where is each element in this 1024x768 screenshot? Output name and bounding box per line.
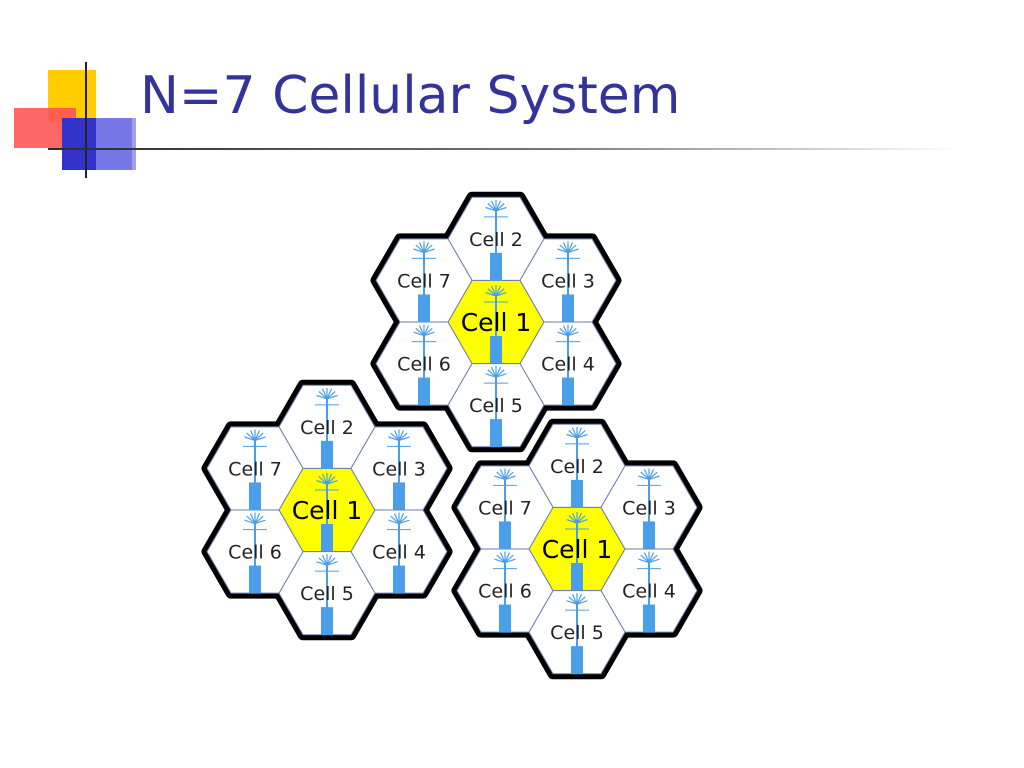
antenna-tower-icon [412, 241, 436, 323]
title-underline [48, 148, 958, 150]
cell-label: Cell 7 [478, 497, 532, 519]
antenna-tower-icon [493, 551, 517, 633]
cell-label: Cell 2 [300, 417, 354, 439]
antenna-tower-icon [556, 324, 580, 406]
antenna-tower-icon [315, 387, 339, 469]
cell-6: Cell 6 [456, 548, 554, 633]
cell-label: Cell 7 [397, 270, 451, 292]
cell-4: Cell 4 [350, 509, 448, 594]
cell-label: Cell 4 [541, 354, 595, 376]
antenna-tower-icon [637, 468, 661, 550]
cell-6: Cell 6 [206, 509, 304, 594]
antenna-tower-icon [387, 429, 411, 511]
antenna-tower-icon [637, 551, 661, 633]
cell-7: Cell 7 [206, 426, 304, 511]
antenna-tower-icon [315, 473, 339, 552]
cell-5: Cell 5 [528, 590, 626, 675]
antenna-tower-icon [565, 426, 589, 508]
cell-label: Cell 6 [228, 542, 282, 564]
slide-corner-decoration [14, 62, 136, 178]
cell-1: Cell 1 [447, 279, 545, 365]
cell-label: Cell 5 [469, 395, 523, 417]
cell-5: Cell 5 [447, 363, 545, 448]
antenna-tower-icon [243, 512, 267, 594]
slide-title: N=7 Cellular System [140, 66, 681, 126]
cell-2: Cell 2 [278, 384, 376, 469]
cell-label: Cell 1 [461, 308, 532, 337]
cell-2: Cell 2 [447, 196, 545, 281]
antenna-tower-icon [484, 366, 508, 448]
cell-label: Cell 1 [292, 496, 363, 525]
cell-label: Cell 5 [300, 583, 354, 605]
cell-3: Cell 3 [350, 426, 448, 511]
cell-label: Cell 5 [550, 622, 604, 644]
antenna-tower-icon [484, 199, 508, 281]
cell-label: Cell 3 [372, 458, 426, 480]
cell-label: Cell 2 [550, 456, 604, 478]
cell-label: Cell 4 [372, 542, 426, 564]
cell-cluster-2: Cell 1 Cell 2 Cell 3 Cell 4 Cell 5 Cell 6 Cell… [201, 379, 453, 641]
cell-5: Cell 5 [278, 551, 376, 636]
antenna-tower-icon [484, 285, 508, 364]
cell-cluster-3: Cell 1 Cell 2 Cell 3 Cell 4 Cell 5 Cell 6 Cell… [451, 418, 703, 680]
cell-2: Cell 2 [528, 423, 626, 508]
cell-label: Cell 6 [397, 354, 451, 376]
cell-1: Cell 1 [278, 467, 376, 553]
cell-cluster-1: Cell 1 Cell 2 Cell 3 Cell 4 Cell 5 Cell 6 Cell… [370, 191, 622, 453]
cell-label: Cell 6 [478, 581, 532, 603]
cell-label: Cell 4 [622, 581, 676, 603]
antenna-tower-icon [243, 429, 267, 511]
antenna-tower-icon [412, 324, 436, 406]
cell-6: Cell 6 [375, 321, 473, 406]
cell-label: Cell 3 [541, 270, 595, 292]
cell-4: Cell 4 [600, 548, 698, 633]
cell-7: Cell 7 [375, 238, 473, 323]
antenna-tower-icon [315, 554, 339, 636]
antenna-tower-icon [387, 512, 411, 594]
cell-label: Cell 2 [469, 229, 523, 251]
cell-label: Cell 1 [542, 535, 613, 564]
cell-label: Cell 3 [622, 497, 676, 519]
cell-7: Cell 7 [456, 465, 554, 550]
antenna-tower-icon [565, 512, 589, 591]
cell-label: Cell 7 [228, 458, 282, 480]
antenna-tower-icon [493, 468, 517, 550]
antenna-tower-icon [565, 593, 589, 675]
antenna-tower-icon [556, 241, 580, 323]
